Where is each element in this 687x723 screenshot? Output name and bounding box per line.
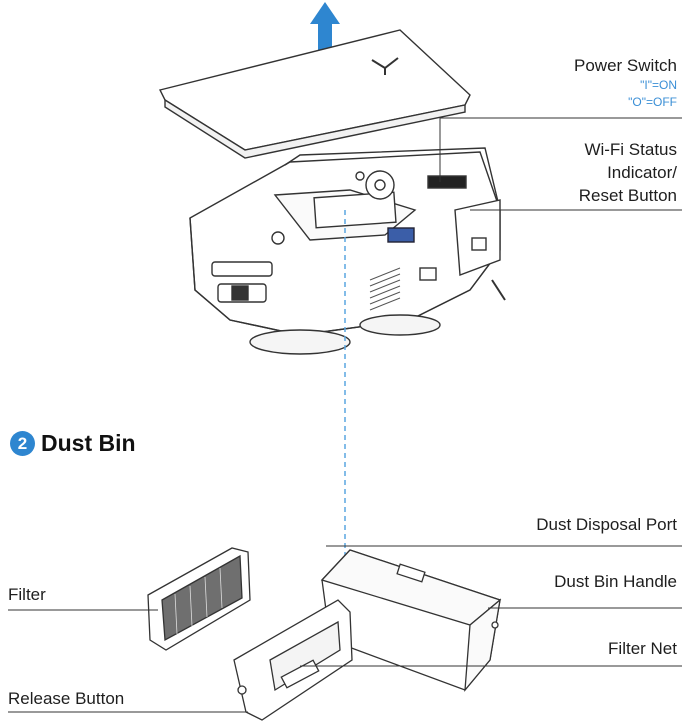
robot-body xyxy=(189,147,506,355)
power-switch-label: Power Switch xyxy=(574,56,677,75)
section-heading: 2 Dust Bin xyxy=(10,430,136,457)
power-on-note: "I"=ON xyxy=(640,78,677,92)
section-number-badge: 2 xyxy=(10,431,35,456)
dust-disposal-port-label: Dust Disposal Port xyxy=(536,515,677,534)
filter-part xyxy=(147,547,251,651)
section-title: Dust Bin xyxy=(41,430,136,456)
top-cover xyxy=(158,29,471,159)
dust-bin xyxy=(233,549,502,721)
leader-lines xyxy=(8,117,682,713)
wifi-label-line2: Indicator/ xyxy=(607,163,677,182)
dust-bin-handle-label: Dust Bin Handle xyxy=(554,572,677,591)
power-off-note: "O"=OFF xyxy=(628,95,677,109)
filter-label: Filter xyxy=(8,585,46,604)
release-button-label: Release Button xyxy=(8,689,125,708)
wifi-label-line1: Wi-Fi Status xyxy=(584,140,677,159)
filter-net-label: Filter Net xyxy=(608,639,677,658)
wifi-label-line3: Reset Button xyxy=(578,186,677,205)
